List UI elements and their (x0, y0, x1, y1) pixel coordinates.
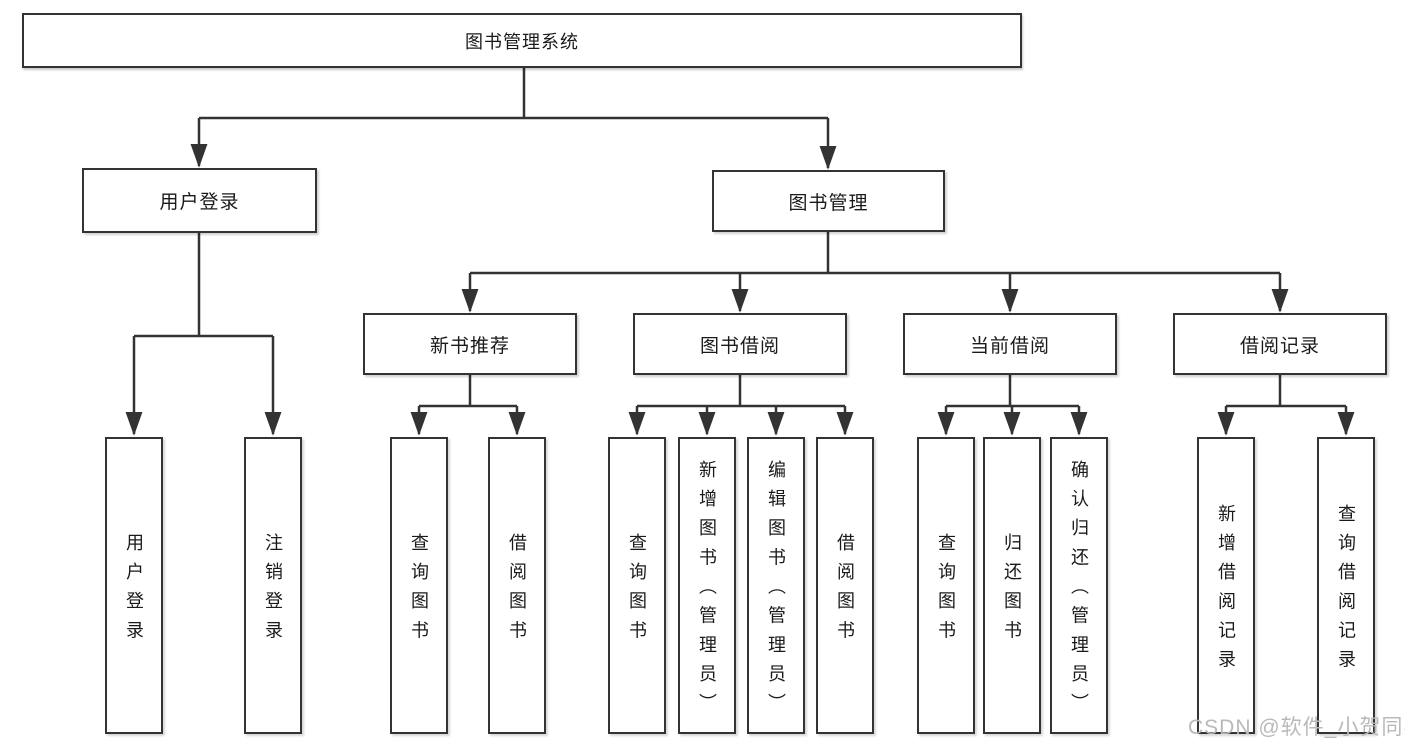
leaf-confirm-return-admin: 确认归还（管理员） (1050, 437, 1108, 734)
connector-trunks (134, 68, 1346, 408)
leaf-label: 归还图书 (1002, 532, 1022, 650)
leaf-label: 新增图书（管理员） (697, 459, 717, 723)
leaf-label: 查询借阅记录 (1336, 503, 1356, 679)
leaf-borrow-books: 借阅图书 (816, 437, 874, 734)
leaf-return-books: 归还图书 (983, 437, 1041, 734)
leaf-user-login: 用户登录 (105, 437, 163, 734)
leaf-label: 借阅图书 (835, 532, 855, 650)
watermark: CSDN @软件_小贺同学 (1188, 716, 1405, 739)
node-book-borrow: 图书借阅 (633, 313, 847, 375)
leaf-query-books-current: 查询图书 (917, 437, 975, 734)
leaf-label: 借阅图书 (507, 532, 527, 650)
leaf-query-books-borrow: 查询图书 (608, 437, 666, 734)
leaf-label: 确认归还（管理员） (1069, 459, 1089, 723)
leaf-edit-books-admin: 编辑图书（管理员） (747, 437, 805, 734)
node-current-borrow: 当前借阅 (903, 313, 1117, 375)
leaf-label: 查询图书 (936, 532, 956, 650)
node-root-system: 图书管理系统 (22, 13, 1022, 68)
leaf-label: 注销登录 (263, 532, 283, 650)
node-borrow-records: 借阅记录 (1173, 313, 1387, 375)
leaf-logout: 注销登录 (244, 437, 302, 734)
connector-arrows (125, 118, 1355, 436)
node-book-management: 图书管理 (712, 170, 945, 232)
leaf-query-books-recommend: 查询图书 (390, 437, 448, 734)
leaf-label: 编辑图书（管理员） (766, 459, 786, 723)
node-user-login: 用户登录 (82, 168, 317, 233)
leaf-add-books-admin: 新增图书（管理员） (678, 437, 736, 734)
leaf-label: 查询图书 (627, 532, 647, 650)
node-new-book-recommend: 新书推荐 (363, 313, 577, 375)
leaf-borrow-books-recommend: 借阅图书 (488, 437, 546, 734)
leaf-label: 用户登录 (124, 532, 144, 650)
leaf-label: 查询图书 (409, 532, 429, 650)
leaf-label: 新增借阅记录 (1216, 503, 1236, 679)
leaf-add-borrow-record: 新增借阅记录 (1197, 437, 1255, 734)
leaf-query-borrow-record: 查询借阅记录 (1317, 437, 1375, 734)
